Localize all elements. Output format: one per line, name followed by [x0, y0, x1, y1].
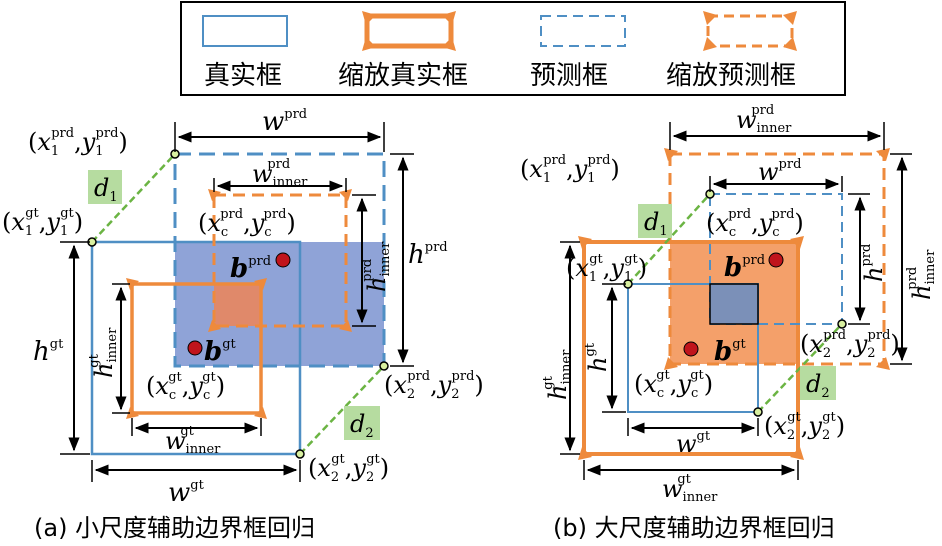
- label-w-gt-b: wgt: [676, 429, 711, 458]
- legend: 真实框 缩放真实框 预测框 缩放预测框: [180, 1, 846, 96]
- label-coord-1-gt-a: (x1gt,y1gt): [2, 206, 83, 239]
- prd-center-dot-a: [275, 252, 291, 268]
- inner-intersection-b: [709, 283, 759, 325]
- label-d2-b: d2: [806, 370, 830, 401]
- scaled-gt-box-a: [130, 282, 263, 415]
- label-coord-2-gt-a: (x2gt,y2gt): [308, 452, 389, 485]
- label-d1-a: d1: [94, 174, 118, 205]
- legend-label-gt-box: 真实框: [204, 61, 282, 91]
- label-h-inner-prd-b: hinnerprd: [905, 249, 938, 300]
- scaled-prd-box-b: [668, 152, 886, 366]
- gt-box-b: [627, 283, 759, 413]
- label-w-prd-a: wprd: [262, 107, 307, 137]
- label-coord-2-prd-a: (x2prd,y2prd): [384, 369, 484, 402]
- legend-label-scaled-prd-box: 缩放预测框: [666, 61, 796, 91]
- label-h-gt-a: hgt: [33, 337, 64, 367]
- label-coord-1-gt-b: (x1gt,y1gt): [566, 252, 647, 285]
- label-coord-c-prd-a: (xcprd,ycprd): [198, 207, 296, 240]
- label-w-inner-prd-a: winnerprd: [252, 157, 308, 190]
- legend-swatch-scaled-gt-box: [364, 13, 454, 49]
- label-h-inner-prd-a: hinnerprd: [360, 241, 393, 292]
- legend-swatch-scaled-prd-box: [706, 14, 794, 48]
- label-w-inner-gt-a: winnergt: [165, 424, 221, 457]
- scaled-gt-box-b: [582, 240, 800, 456]
- label-b-gt-a: bgt: [204, 337, 237, 367]
- gt-box-a: [90, 240, 302, 456]
- scaled-prd-box-a: [212, 193, 348, 328]
- gt-center-dot-b: [683, 341, 699, 357]
- label-w-prd-b: wprd: [758, 157, 801, 186]
- label-b-prd-a: bprd: [230, 254, 271, 284]
- label-h-gt-b: hgt: [583, 342, 612, 372]
- label-coord-c-gt-a: (xcgt,ycgt): [146, 370, 225, 403]
- label-d2-a: d2: [350, 410, 374, 441]
- label-w-gt-a: wgt: [168, 478, 205, 508]
- label-coord-2-prd-b: (x2prd,y2prd): [800, 328, 900, 361]
- label-h-inner-gt-b: hinnergt: [541, 349, 574, 400]
- legend-swatch-prd-box: [540, 15, 626, 47]
- caption-a: (a) 小尺度辅助边界框回归: [34, 514, 315, 542]
- label-h-prd-a: hprd: [408, 240, 448, 270]
- panel-b: winnerprd wprd hprd hinnerprd hinnergt h…: [520, 103, 938, 542]
- caption-b: (b) 大尺度辅助边界框回归: [553, 514, 835, 542]
- legend-swatch-gt-box: [202, 15, 288, 47]
- prd-center-dot-b: [768, 252, 784, 268]
- label-b-gt-b: bgt: [714, 337, 747, 367]
- label-coord-1-prd-b: (x1prd,y1prd): [520, 153, 620, 186]
- label-w-inner-prd-b: winnerprd: [736, 103, 792, 136]
- prd-box-b: [709, 193, 843, 325]
- legend-label-scaled-gt-box: 缩放真实框: [338, 61, 468, 91]
- label-b-prd-b: bprd: [724, 253, 765, 283]
- label-coord-2-gt-b: (x2gt,y2gt): [764, 410, 845, 443]
- label-coord-c-prd-b: (xcprd,ycprd): [706, 207, 804, 240]
- prd-box-a: [173, 152, 386, 368]
- gt-center-dot-a: [187, 340, 203, 356]
- inner-intersection-a: [214, 284, 261, 326]
- panel-a: wprd hprd winnerprd hinnerprd hgt hinner…: [2, 107, 484, 542]
- legend-label-prd-box: 预测框: [530, 61, 608, 91]
- label-h-prd-b: hprd: [859, 244, 888, 282]
- label-d1-b: d1: [644, 208, 668, 239]
- label-coord-c-gt-b: (xcgt,ycgt): [634, 368, 713, 401]
- label-h-inner-gt-a: hinnergt: [87, 327, 120, 378]
- label-coord-1-prd-a: (x1prd,y1prd): [28, 126, 128, 159]
- label-w-inner-gt-b: winnergt: [662, 472, 718, 505]
